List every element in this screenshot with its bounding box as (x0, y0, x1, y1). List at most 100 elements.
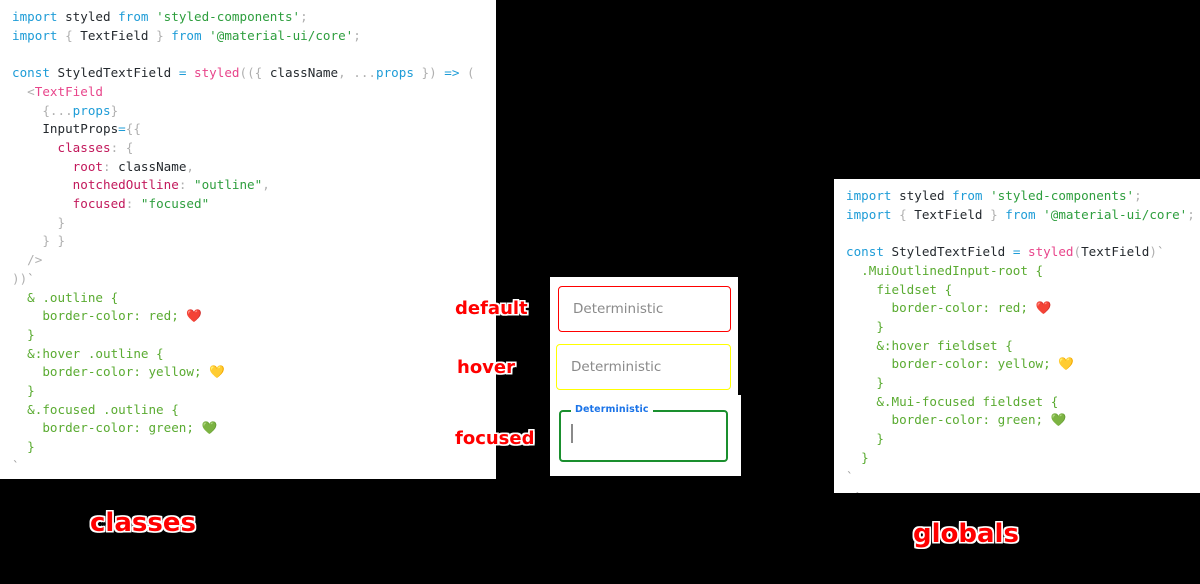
code-line: } (846, 374, 1188, 393)
code-line: InputProps={{ (12, 120, 484, 139)
code-token: : (178, 177, 194, 193)
code-token: props (72, 102, 111, 118)
code-token: border-color: red; (846, 300, 1036, 316)
code-line: ; (846, 486, 1188, 493)
code-token: ) (1149, 244, 1157, 260)
code-token: 💛 (209, 364, 225, 380)
code-token: } (12, 326, 35, 342)
code-token: "outline" (193, 177, 263, 193)
code-line: classes: { (12, 139, 484, 158)
code-token: } (846, 431, 884, 447)
code-token: = (118, 121, 126, 137)
code-line: border-color: red; ❤️ (12, 307, 484, 326)
code-line: border-color: green; 💚 (12, 419, 484, 438)
code-line: } } (12, 232, 484, 251)
code-token: '@material-ui/core' (209, 27, 354, 43)
code-line: import { TextField } from '@material-ui/… (846, 206, 1195, 225)
code-token: className (269, 65, 339, 81)
code-token: &.Mui-focused fieldset { (846, 393, 1059, 409)
code-token: ` (27, 270, 35, 286)
code-token: } (982, 206, 1006, 222)
textfield-hover[interactable]: Deterministic (556, 344, 731, 390)
code-token: TextField (80, 27, 149, 43)
code-token: ... (353, 65, 377, 81)
code-token: classes (12, 139, 111, 155)
code-token: 💚 (1050, 412, 1067, 428)
code-token: import (12, 27, 66, 43)
code-token: border-color: yellow; (846, 356, 1059, 372)
code-line: &:hover .outline { (12, 345, 484, 364)
code-line: } (12, 326, 484, 345)
code-line: } (846, 449, 1188, 468)
code-token: import (12, 9, 66, 24)
code-line: fieldset { (846, 281, 1188, 300)
textfield-focused-legend: Deterministic (571, 404, 653, 415)
code-token: StyledTextField (891, 244, 1013, 260)
code-token: ( (467, 65, 475, 81)
code-token: '@material-ui/core' (1043, 206, 1188, 222)
code-token: } (12, 214, 66, 230)
code-token: )) (12, 270, 28, 286)
code-token: } (12, 439, 35, 455)
code-line: const StyledTextField = styled(({ classN… (12, 64, 484, 83)
code-token: : (103, 158, 119, 174)
code-token: ; (300, 9, 308, 24)
annotation-focused: focused (455, 428, 535, 449)
code-token: } (846, 318, 884, 334)
text-caret (571, 424, 573, 443)
code-line: border-color: green; 💚 (846, 411, 1188, 430)
annotation-hover: hover (457, 357, 515, 378)
code-line: ))` (12, 270, 484, 289)
code-token: ( (1073, 244, 1082, 260)
code-line: &.focused .outline { (12, 401, 484, 420)
code-token: &.focused .outline { (12, 401, 179, 417)
annotation-default: default (455, 298, 528, 319)
code-token: fieldset { (846, 281, 953, 297)
code-token: 💛 (1058, 356, 1074, 372)
code-token: , (262, 177, 270, 193)
code-line: ` (846, 468, 1188, 487)
code-token: : (110, 139, 126, 155)
code-line: border-color: yellow; 💛 (846, 355, 1188, 374)
code-token: ; (353, 27, 361, 43)
code-line: ` (12, 457, 484, 476)
code-token: { (65, 27, 81, 43)
code-token: , (338, 65, 354, 81)
code-token: {{ (125, 121, 141, 137)
code-token: (( (239, 65, 255, 81)
code-token: ❤️ (186, 308, 203, 324)
code-token: styled (65, 9, 119, 24)
code-token: notchedOutline (12, 177, 179, 193)
code-token: border-color: green; (12, 420, 202, 436)
textfield-focused[interactable] (559, 410, 728, 462)
code-line: } (846, 430, 1188, 449)
code-token: ` (1156, 244, 1165, 260)
code-line: &:hover fieldset { (846, 337, 1188, 356)
code-line: &.Mui-focused fieldset { (846, 393, 1188, 412)
textfield-default[interactable]: Deterministic (558, 286, 731, 332)
code-token: border-color: red; (12, 308, 187, 324)
code-token: , (186, 158, 195, 174)
code-token: import (846, 206, 900, 222)
code-token: ) (429, 65, 445, 81)
code-token: ` (846, 468, 854, 484)
code-token: ; (846, 487, 862, 493)
code-token: 💚 (201, 420, 218, 436)
code-token: import (846, 188, 900, 203)
code-token: : (125, 196, 141, 212)
code-token: focused (12, 196, 126, 212)
code-token: } (413, 65, 430, 81)
code-token: => (444, 65, 468, 81)
code-token: from (171, 27, 210, 43)
caption-classes: classes (90, 508, 196, 538)
textfield-hover-placeholder: Deterministic (571, 359, 662, 375)
code-line: ; (12, 476, 484, 479)
code-token: TextField (914, 206, 983, 222)
code-line: } (12, 438, 484, 457)
code-token: styled (1028, 244, 1074, 260)
code-token: InputProps (12, 121, 119, 137)
code-token: props (376, 65, 414, 81)
code-line: const StyledTextField = styled(TextField… (846, 243, 1188, 262)
code-line: import styled from 'styled-components'; (12, 8, 484, 27)
code-token: ... (49, 102, 73, 118)
